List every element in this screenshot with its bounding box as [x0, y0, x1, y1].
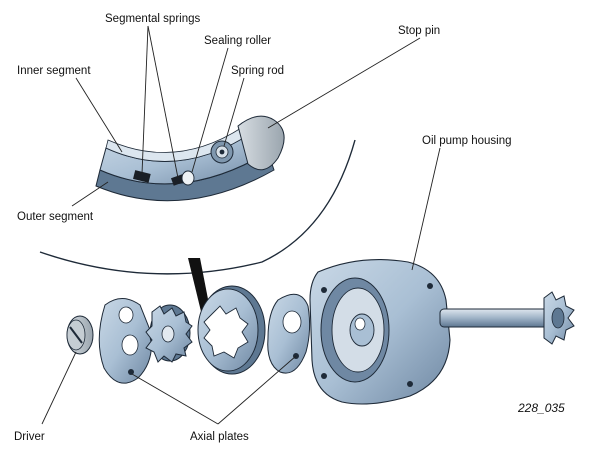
label-driver: Driver	[14, 431, 45, 443]
label-sealing-roller: Sealing roller	[204, 35, 271, 47]
label-segmental-springs: Segmental springs	[105, 13, 200, 25]
axial-plate-1	[98, 298, 152, 384]
label-oil-pump-housing: Oil pump housing	[422, 135, 512, 147]
label-inner-segment: Inner segment	[17, 65, 91, 77]
label-outer-segment: Outer segment	[17, 211, 94, 223]
label-spring-rod: Spring rod	[231, 65, 284, 77]
figure-id: 228_035	[517, 401, 565, 415]
axial-plate-2	[267, 293, 311, 374]
inner-rotor	[145, 304, 193, 363]
outer-rotor	[197, 285, 266, 375]
pump-shaft	[439, 291, 575, 345]
leader-lines	[41, 25, 441, 425]
label-axial-plates: Axial plates	[190, 431, 249, 443]
oil-pump-housing	[309, 258, 451, 405]
label-stop-pin: Stop pin	[398, 25, 440, 37]
driver-part	[66, 315, 94, 355]
